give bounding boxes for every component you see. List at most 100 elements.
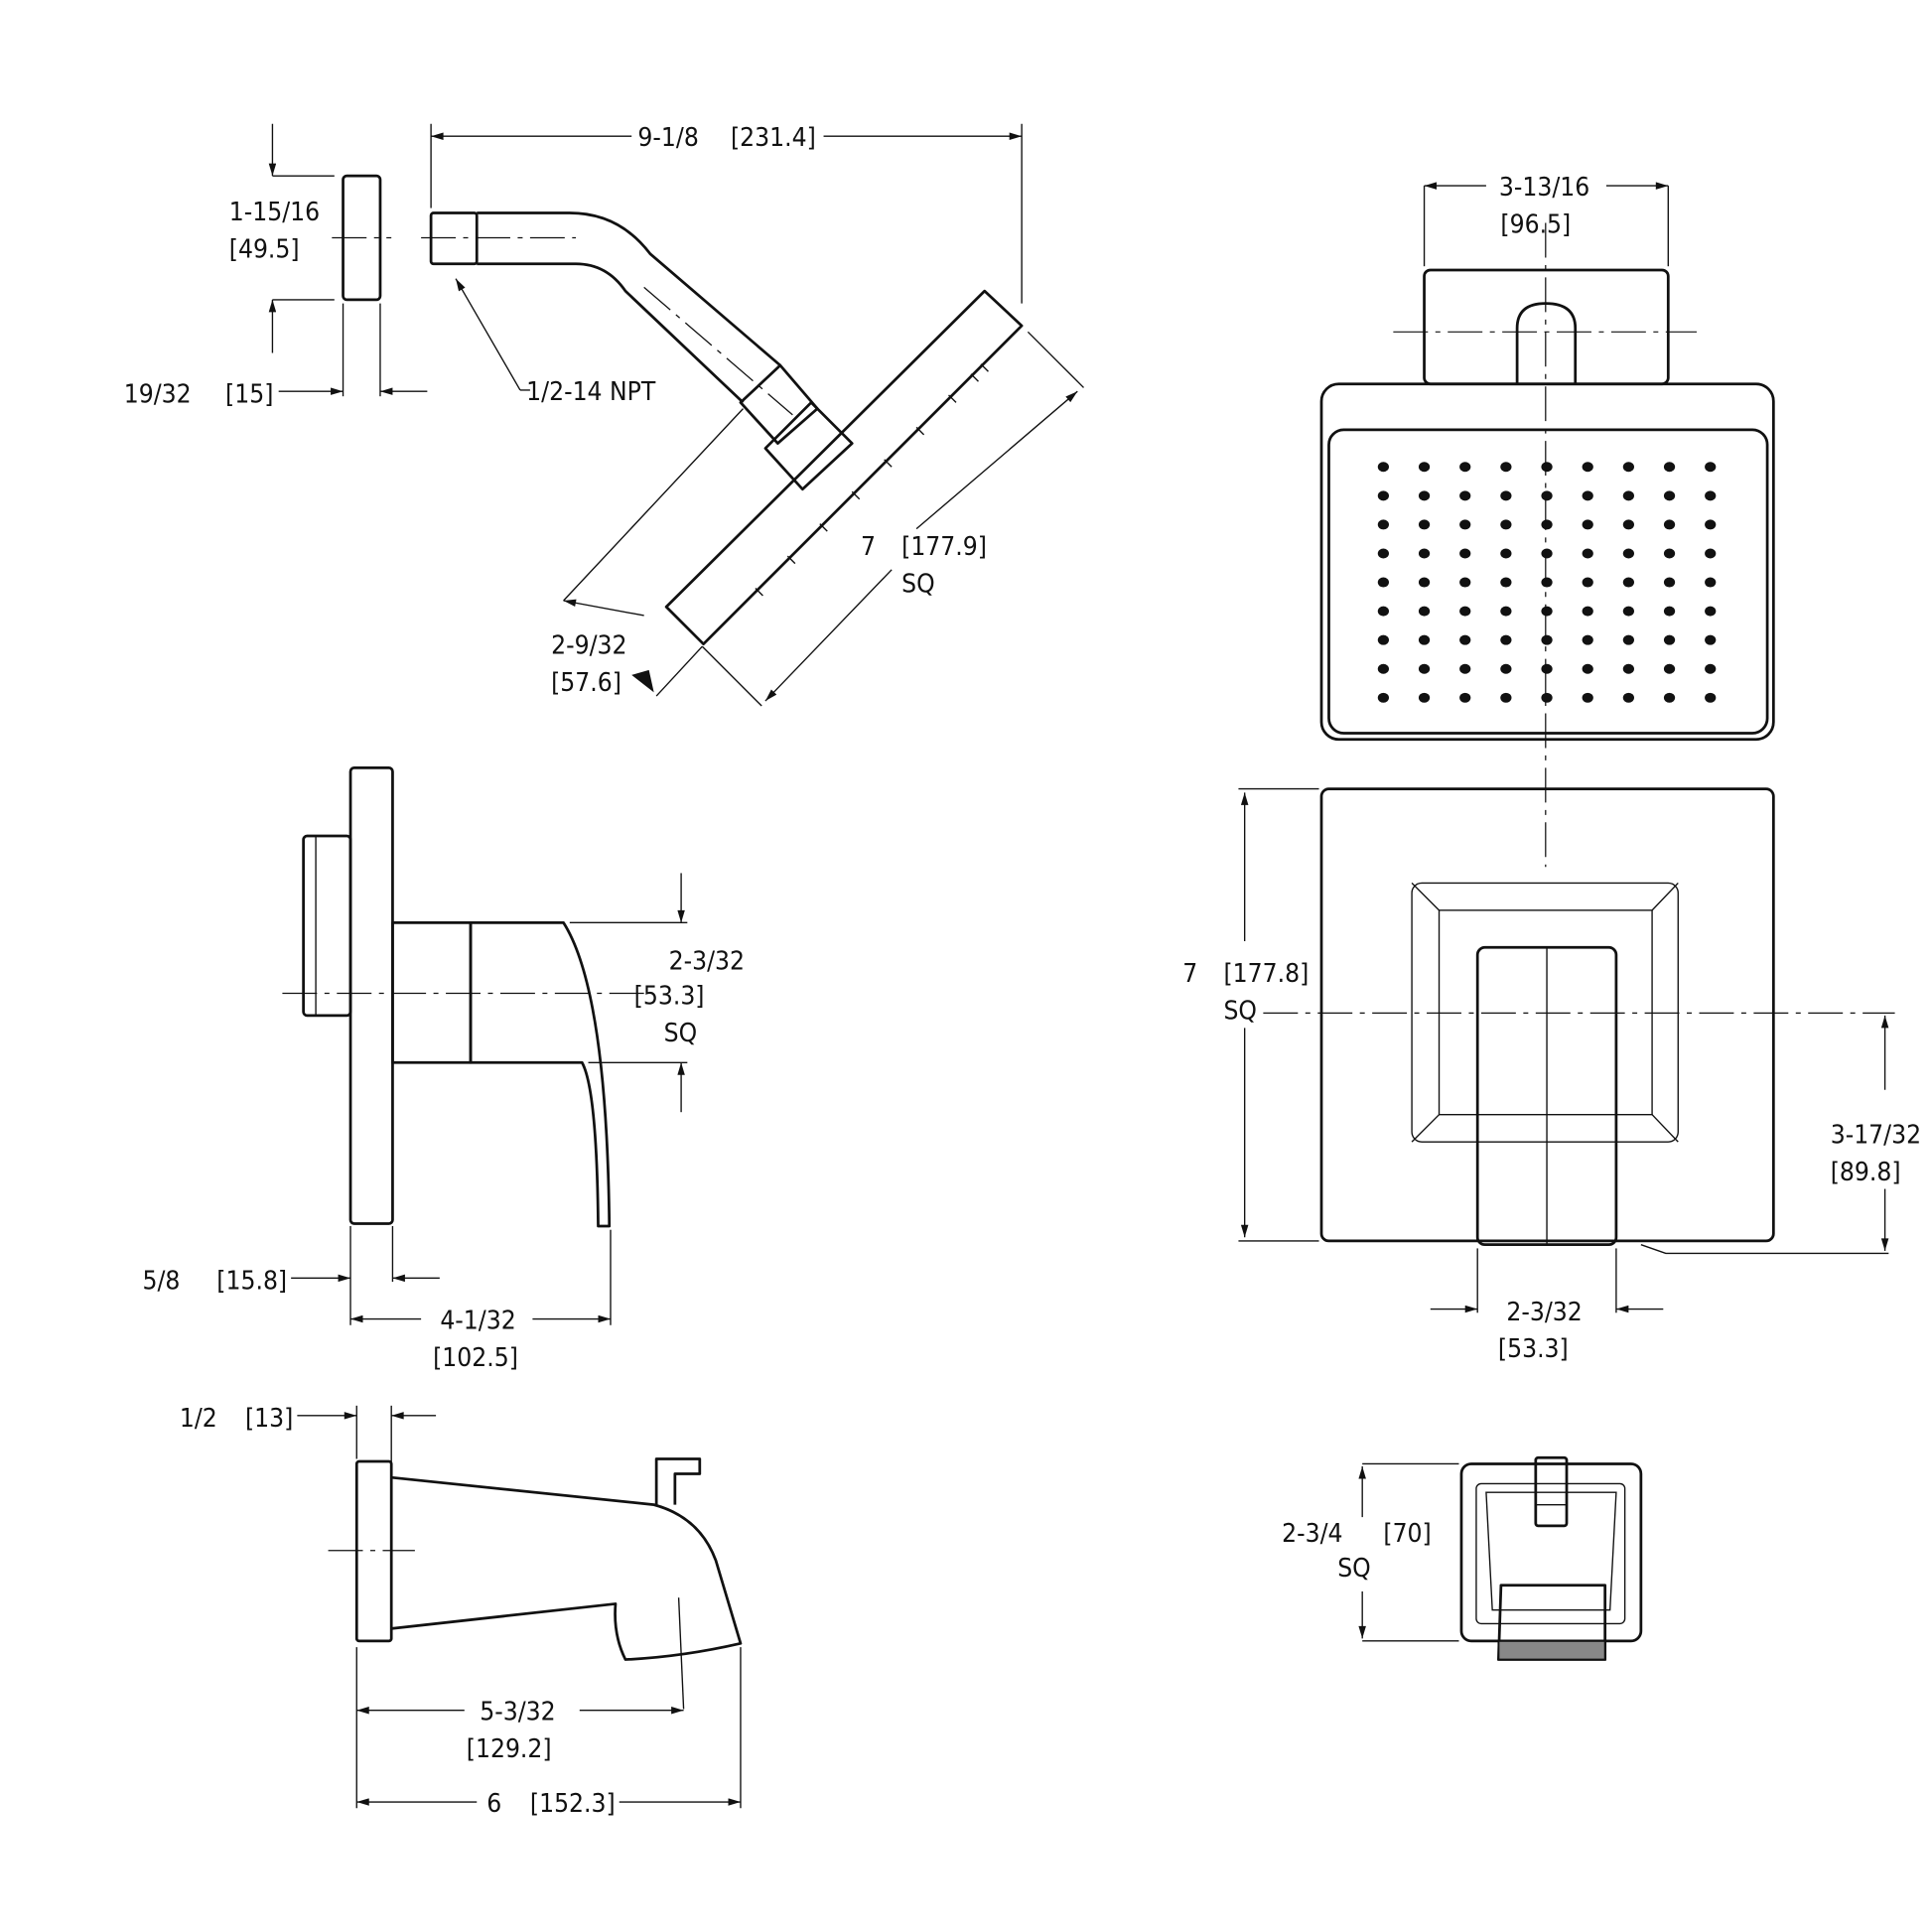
spray-nozzle [1500,692,1512,703]
spray-nozzle [1622,462,1634,473]
spray-nozzle [1582,462,1593,473]
spray-nozzle [1622,692,1634,703]
spray-nozzle [1459,692,1471,703]
handle-drop-label: 3-17/32 [1831,1120,1921,1150]
spray-nozzle [1582,548,1593,559]
handle-width-mm-label: [53.3] [1498,1334,1569,1364]
spray-nozzle [1663,548,1676,559]
spray-nozzle [1500,606,1512,617]
outlet-reach-mm-label: [129.2] [467,1734,552,1764]
spray-nozzle [1418,548,1431,559]
flange-height-mm-label: [49.5] [229,234,300,264]
spray-nozzle [1377,634,1389,645]
spout-reach-label: 6 [486,1789,501,1819]
spray-nozzle [1500,462,1512,473]
spray-nozzle [1705,490,1717,501]
spray-nozzle [1459,577,1471,588]
spray-nozzle [1541,606,1553,617]
spray-nozzle [1459,548,1471,559]
spray-nozzle [1705,548,1717,559]
spray-nozzle [1582,577,1593,588]
spray-nozzle [1622,577,1634,588]
head-depth-label: 2-9/32 [551,631,626,661]
spray-nozzle [1663,490,1676,501]
spray-nozzle [1377,577,1389,588]
valve-trim-front-view: 7 [177.8] SQ 3-17/32 [89.8] 2-3/32 [53.3… [1182,787,1921,1364]
spray-nozzle [1541,634,1553,645]
spout-flange-depth-label: 1/2 [180,1404,217,1434]
spray-nozzle [1377,606,1389,617]
spray-nozzle [1622,663,1634,674]
spray-nozzle [1418,663,1431,674]
spray-nozzle [1500,634,1512,645]
spray-nozzle [1582,634,1593,645]
spray-nozzle [1582,663,1593,674]
spray-nozzle [1459,490,1471,501]
arm-width-label: 3-13/16 [1499,173,1589,203]
spray-nozzle [1377,548,1389,559]
spray-nozzle [1541,663,1553,674]
spray-nozzle [1705,634,1717,645]
handle-width-label: 2-3/32 [1506,1298,1582,1327]
plate-depth-mm-label: [15.8] [216,1267,287,1297]
spray-nozzle [1541,490,1553,501]
handle-size-label: 2-3/32 [669,947,745,977]
plate-size-mm-label: [177.8] [1223,959,1309,989]
spray-nozzle [1377,490,1389,501]
spray-nozzle [1663,663,1676,674]
spray-nozzle [1418,634,1431,645]
projection-mm-label: [102.5] [433,1343,518,1373]
flange-depth-label: 19/32 [124,379,192,409]
spout-flange-depth-mm-label: [13] [245,1404,293,1434]
spray-nozzle [1705,692,1717,703]
spray-nozzle [1500,663,1512,674]
spray-nozzle [1663,519,1676,530]
spray-nozzle [1705,577,1717,588]
spray-nozzle-grid [1377,462,1717,703]
spray-nozzle [1582,490,1593,501]
spray-nozzle [1459,634,1471,645]
outlet-reach-label: 5-3/32 [480,1698,555,1727]
spray-nozzle [1541,577,1553,588]
spray-nozzle [1541,462,1553,473]
spray-nozzle [1541,519,1553,530]
spray-nozzle [1377,692,1389,703]
spray-nozzle [1418,519,1431,530]
spray-nozzle [1418,606,1431,617]
projection-label: 4-1/32 [440,1306,515,1335]
plate-size-label: 7 [1182,959,1197,989]
spray-nozzle [1418,692,1431,703]
head-depth-mm-label: [57.6] [551,668,621,698]
spout-reach-mm-label: [152.3] [530,1789,616,1819]
spray-nozzle [1418,490,1431,501]
shower-head-front-view: 3-13/16 [96.5] [1319,173,1775,868]
spray-nozzle [1500,490,1512,501]
spray-nozzle [1622,490,1634,501]
tub-spout-front-view: 2-3/4 [70] SQ [1282,1455,1643,1661]
spray-nozzle [1622,634,1634,645]
spray-nozzle [1705,462,1717,473]
spray-nozzle [1459,663,1471,674]
spray-nozzle [1705,519,1717,530]
spout-front-size-mm-label: [70] [1383,1519,1431,1549]
overall-reach-label: 9-1/8 [637,123,698,153]
spray-nozzle [1582,606,1593,617]
spout-front-size-label: 2-3/4 [1282,1519,1342,1549]
head-size-mm-label: [177.9] [901,532,987,562]
spray-nozzle [1377,519,1389,530]
head-sq-label: SQ [901,569,935,599]
spray-nozzle [1459,606,1471,617]
spray-nozzle [1459,519,1471,530]
spray-nozzle [1582,519,1593,530]
spray-nozzle [1541,692,1553,703]
spray-nozzle [1418,462,1431,473]
thread-label: 1/2-14 NPT [526,377,656,407]
spray-nozzle [1500,519,1512,530]
spray-nozzle [1582,692,1593,703]
handle-sq-label: SQ [664,1019,698,1048]
overall-reach-mm-label: [231.4] [731,123,816,153]
spray-nozzle [1622,519,1634,530]
spray-nozzle [1500,577,1512,588]
handle-drop-mm-label: [89.8] [1831,1158,1901,1187]
spray-nozzle [1663,692,1676,703]
